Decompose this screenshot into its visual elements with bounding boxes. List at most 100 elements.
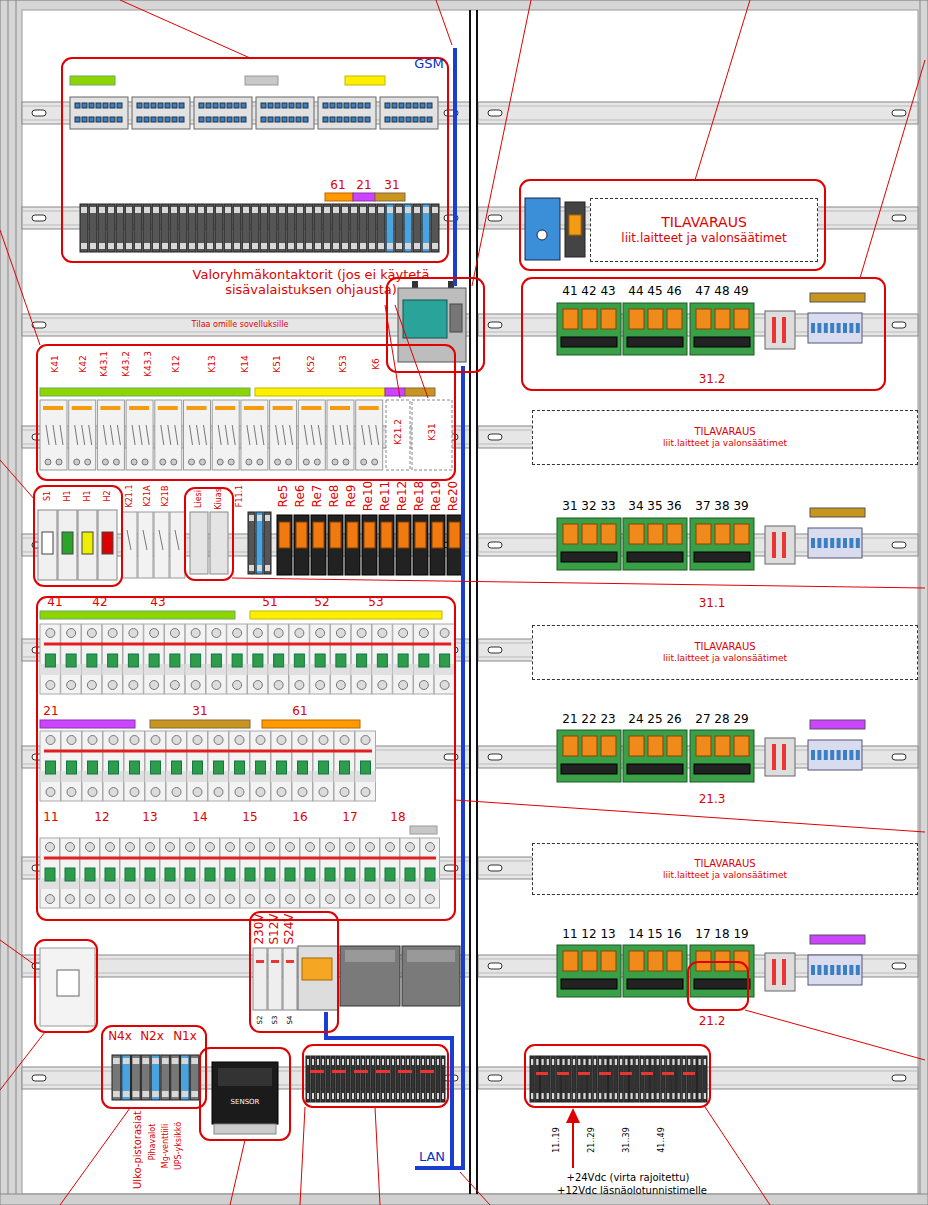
terminal-block-cap bbox=[369, 243, 375, 249]
leader-line bbox=[385, 305, 400, 398]
terminal-dot bbox=[227, 103, 232, 108]
screw bbox=[319, 788, 328, 797]
breaker-toggle bbox=[256, 761, 266, 774]
contact-symbol bbox=[247, 425, 250, 445]
fuse-mark bbox=[772, 317, 776, 343]
terminal-block bbox=[540, 1056, 544, 1102]
contactor bbox=[154, 512, 169, 578]
tag-bar bbox=[345, 76, 385, 85]
terminal-block bbox=[306, 1056, 310, 1102]
terminal-block-cap bbox=[172, 1091, 179, 1097]
relay-base bbox=[277, 515, 292, 575]
fuse-mark bbox=[782, 959, 786, 985]
terminal-block bbox=[421, 1056, 425, 1102]
breaker-toggle bbox=[405, 868, 415, 881]
terminal-block-cap bbox=[693, 1093, 695, 1099]
relay-base bbox=[430, 515, 445, 575]
fuse-mark bbox=[782, 744, 786, 770]
terminal-dot bbox=[843, 323, 847, 333]
gsm-panel bbox=[403, 300, 447, 338]
terminal-block bbox=[582, 1056, 586, 1102]
tag-bar bbox=[375, 193, 405, 201]
terminal-block-cap bbox=[342, 207, 348, 213]
relay-board bbox=[557, 730, 621, 782]
tag-bar bbox=[245, 76, 278, 85]
relay-base bbox=[294, 515, 309, 575]
relay bbox=[313, 522, 324, 548]
terminal-block-cap bbox=[347, 1093, 349, 1099]
relay-board bbox=[623, 518, 687, 570]
terminal-block-cap bbox=[360, 243, 366, 249]
terminal-block-cap bbox=[382, 1093, 384, 1099]
relay-tag: Re6 bbox=[294, 485, 308, 508]
terminal-block-cap bbox=[352, 1059, 354, 1065]
terminal-dot bbox=[282, 117, 287, 122]
device-tag: K41 bbox=[50, 355, 60, 372]
relay bbox=[648, 524, 663, 544]
indicator-lamp bbox=[102, 532, 113, 554]
tag-bar bbox=[250, 611, 442, 619]
terminal-dot bbox=[151, 117, 156, 122]
breaker-toggle bbox=[253, 654, 263, 667]
terminal-block-cap bbox=[327, 1093, 329, 1099]
voltage-label: S24V bbox=[283, 913, 297, 944]
terminal-block-cap bbox=[297, 207, 303, 213]
terminal-block-cap bbox=[108, 207, 114, 213]
rail-slot bbox=[892, 110, 906, 116]
screw bbox=[172, 736, 181, 745]
screw bbox=[46, 629, 55, 638]
terminal-block-cap bbox=[207, 207, 213, 213]
circuit-note: Mg-venttiili bbox=[161, 1124, 170, 1169]
channel-numbers: 11 12 13 bbox=[562, 928, 615, 942]
terminal-block bbox=[134, 204, 142, 252]
terminal-block-cap bbox=[378, 207, 384, 213]
contactor bbox=[212, 400, 239, 470]
terminal-block-cap bbox=[189, 207, 195, 213]
screw bbox=[235, 736, 244, 745]
main-switch bbox=[40, 948, 95, 1026]
terminal-dot bbox=[365, 117, 370, 122]
terminal-dot bbox=[275, 103, 280, 108]
relay bbox=[715, 309, 730, 329]
contact-symbol bbox=[190, 425, 193, 445]
plc-expansion-top bbox=[345, 950, 395, 962]
group-outline bbox=[522, 278, 885, 390]
screw bbox=[336, 681, 345, 690]
io-module bbox=[380, 97, 438, 129]
relay-board bbox=[557, 945, 621, 997]
terminal-block bbox=[264, 512, 271, 574]
terminal-block bbox=[321, 1056, 325, 1102]
breaker-toggle bbox=[46, 761, 56, 774]
screw bbox=[129, 681, 138, 690]
circuit-breaker bbox=[434, 624, 454, 694]
terminal-block bbox=[401, 1056, 405, 1102]
terminal-dot bbox=[96, 117, 101, 122]
terminal-block-cap bbox=[265, 515, 270, 521]
relay bbox=[648, 951, 663, 971]
screw bbox=[316, 681, 325, 690]
breaker-toggle bbox=[265, 868, 275, 881]
board-number: 31.2 bbox=[699, 373, 726, 387]
breaker-toggle bbox=[294, 654, 304, 667]
terminal-dot bbox=[811, 965, 815, 975]
terminal-block-cap bbox=[657, 1059, 659, 1065]
terminal-block-cap bbox=[646, 1059, 648, 1065]
device-tag: K21.2 bbox=[393, 419, 403, 445]
terminal-range: 41..49 bbox=[657, 1127, 666, 1152]
terminal-mark bbox=[332, 1070, 346, 1073]
circuit-breaker bbox=[145, 731, 166, 801]
rail-slot bbox=[892, 542, 906, 548]
terminal-mark bbox=[620, 1072, 632, 1075]
group-number: 17 bbox=[342, 811, 357, 825]
group-number: 43 bbox=[150, 596, 165, 610]
terminal-block bbox=[188, 204, 196, 252]
terminal-dot bbox=[817, 965, 821, 975]
terminal-block-cap bbox=[249, 515, 254, 521]
screw bbox=[193, 788, 202, 797]
terminal-mark bbox=[354, 1070, 368, 1073]
tag-bar bbox=[255, 388, 385, 396]
terminal-block bbox=[593, 1056, 597, 1102]
device-tag: Liesi bbox=[194, 490, 203, 508]
group-outline bbox=[525, 1045, 710, 1107]
terminal-block bbox=[89, 204, 97, 252]
